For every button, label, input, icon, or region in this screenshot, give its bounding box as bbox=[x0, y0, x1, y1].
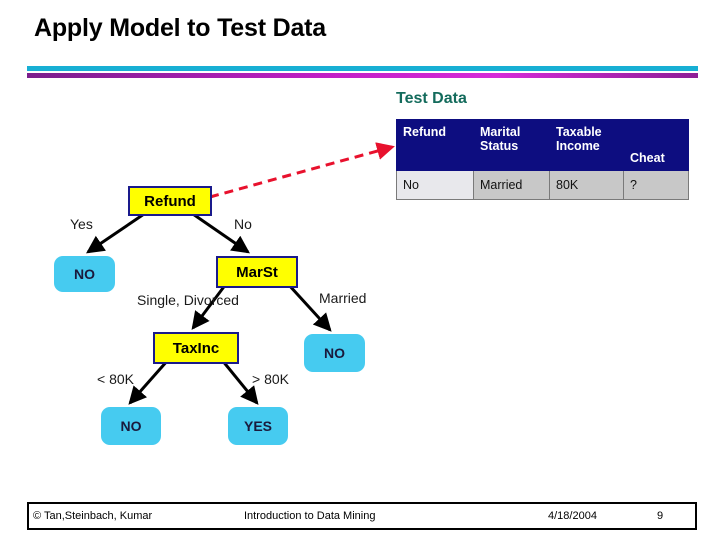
divider-cyan bbox=[27, 66, 698, 71]
edge-label-marst-married: Married bbox=[319, 290, 367, 306]
test-data-table: Refund Marital Status Taxable Income Che… bbox=[396, 119, 689, 200]
test-data-caption: Test Data bbox=[396, 90, 467, 107]
cell-taxable-income: 80K bbox=[549, 170, 624, 200]
red-dashed-arrow bbox=[209, 142, 395, 199]
footer-copyright: © Tan,Steinbach, Kumar bbox=[33, 510, 153, 522]
edge-marst-single bbox=[191, 283, 228, 330]
edge-label-taxinc-gt80k: > 80K bbox=[252, 371, 289, 387]
cell-marital-status: Married bbox=[473, 170, 550, 200]
tree-node-marst[interactable]: MarSt bbox=[216, 256, 298, 288]
footer-bar: © Tan,Steinbach, Kumar Introduction to D… bbox=[27, 502, 697, 530]
cell-cheat: ? bbox=[623, 170, 689, 200]
edge-label-taxinc-lt80k: < 80K bbox=[97, 371, 134, 387]
footer-page-number: 9 bbox=[657, 510, 664, 522]
tree-node-refund[interactable]: Refund bbox=[128, 186, 212, 216]
divider-magenta bbox=[27, 73, 698, 78]
tree-leaf-no-married[interactable]: NO bbox=[304, 334, 365, 372]
cell-refund: No bbox=[396, 170, 474, 200]
page-title: Apply Model to Test Data bbox=[34, 14, 326, 42]
edge-refund-no bbox=[189, 210, 250, 254]
edge-label-marst-single: Single, Divorced bbox=[137, 292, 239, 308]
table-header-row: Refund Marital Status Taxable Income Che… bbox=[396, 119, 689, 171]
edge-taxinc-lt80k bbox=[128, 359, 170, 405]
tree-leaf-no-refund-yes[interactable]: NO bbox=[54, 256, 115, 292]
column-header-marital-status: Marital Status bbox=[473, 119, 550, 171]
edge-label-refund-no: No bbox=[234, 216, 252, 232]
tree-leaf-yes-gt80k[interactable]: YES bbox=[228, 407, 288, 445]
table-row: No Married 80K ? bbox=[396, 170, 689, 200]
edge-refund-yes bbox=[86, 210, 148, 254]
tree-leaf-no-lt80k[interactable]: NO bbox=[101, 407, 161, 445]
column-header-cheat: Cheat bbox=[623, 119, 689, 171]
edge-taxinc-gt80k bbox=[220, 359, 259, 405]
edge-label-refund-yes: Yes bbox=[70, 216, 93, 232]
tree-node-taxinc[interactable]: TaxInc bbox=[153, 332, 239, 364]
edge-marst-married bbox=[286, 282, 332, 332]
column-header-refund: Refund bbox=[396, 119, 474, 171]
footer-date: 4/18/2004 bbox=[548, 510, 597, 522]
footer-subtitle: Introduction to Data Mining bbox=[244, 510, 376, 522]
